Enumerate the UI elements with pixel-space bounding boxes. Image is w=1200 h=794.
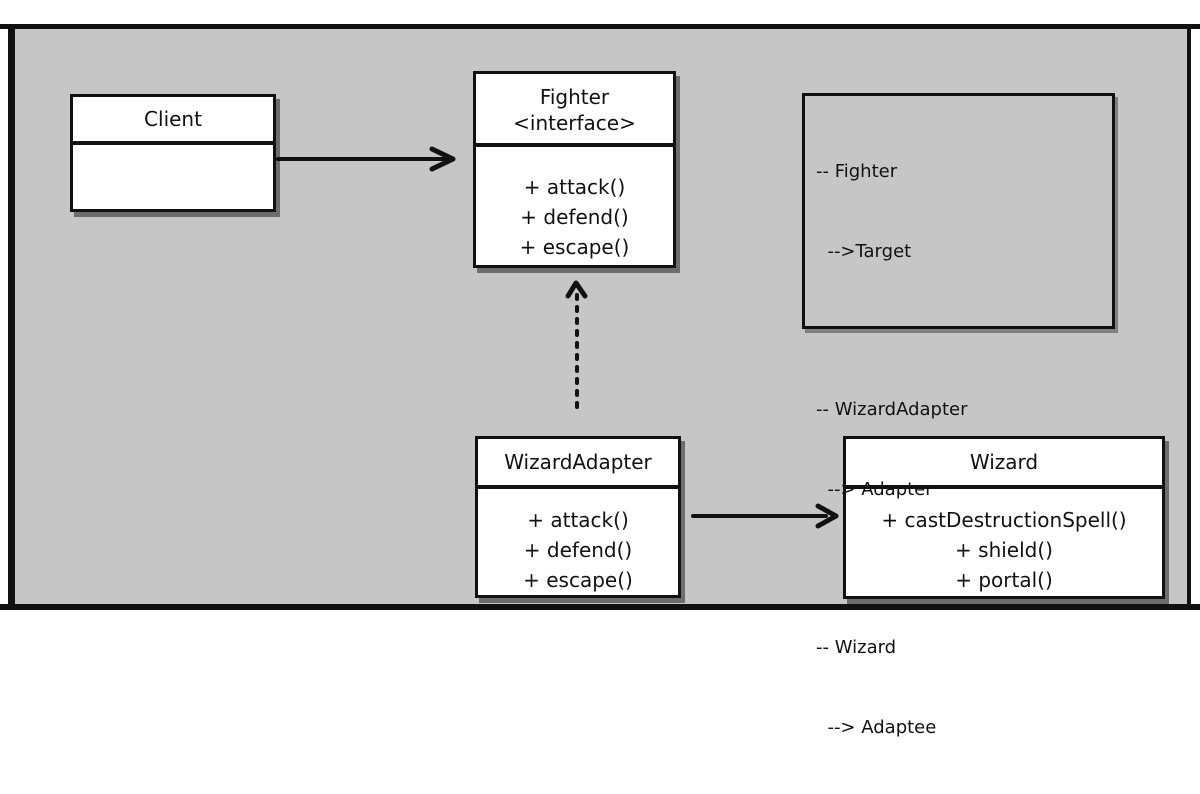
class-header: Fighter <interface> <box>476 74 673 147</box>
class-method: + castDestructionSpell() <box>881 508 1127 532</box>
legend-class: -- WizardAdapter <box>816 399 968 420</box>
class-members: + castDestructionSpell() + shield() + po… <box>846 489 1162 595</box>
arrow-client-to-fighter <box>276 146 456 172</box>
class-header: WizardAdapter <box>478 439 678 489</box>
legend-role: --> Adaptee <box>816 716 937 738</box>
legend-role: -->Target <box>816 240 912 262</box>
class-method: + escape() <box>523 568 633 592</box>
class-method: + portal() <box>955 568 1053 592</box>
legend-class: -- Wizard <box>816 637 897 658</box>
class-name: Wizard <box>969 450 1039 474</box>
legend-class: -- Fighter <box>816 161 898 182</box>
class-method: + shield() <box>955 538 1053 562</box>
relation-arrows <box>276 146 839 529</box>
frame-bottom-border <box>0 604 1200 610</box>
class-method: + defend() <box>520 205 629 229</box>
legend-entry-wizard: -- Wizard --> Adaptee <box>816 582 1112 794</box>
class-method: + attack() <box>527 508 629 532</box>
class-name: Fighter <box>539 85 610 109</box>
frame-left-border <box>8 24 15 610</box>
class-method: + attack() <box>523 175 626 199</box>
class-header: Wizard <box>846 439 1162 489</box>
fighter-interface-box: Fighter <interface> + attack() + defend(… <box>473 71 676 268</box>
class-header: Client <box>73 97 273 145</box>
client-class-box: Client <box>70 94 276 212</box>
class-name: Client <box>144 107 202 131</box>
frame-right-border <box>1187 24 1191 610</box>
wizard-adapter-class-box: WizardAdapter + attack() + defend() + es… <box>475 436 681 598</box>
class-method: + escape() <box>519 235 630 259</box>
legend-entry-fighter: -- Fighter -->Target <box>816 106 1112 318</box>
role-legend-note: -- Fighter -->Target -- WizardAdapter --… <box>802 93 1115 738</box>
arrow-adapter-to-wizard <box>691 503 839 529</box>
class-members: + attack() + defend() + escape() <box>476 147 673 262</box>
legend-entry-wizard-adapter: -- WizardAdapter --> Adapter <box>816 344 1112 556</box>
class-members: + attack() + defend() + escape() <box>478 489 678 595</box>
legend-role: --> Adapter <box>816 478 933 500</box>
wizard-class-box: Wizard + castDestructionSpell() + shield… <box>843 436 1165 599</box>
class-name: WizardAdapter <box>504 450 652 474</box>
class-method: + defend() <box>523 538 633 562</box>
frame-top-border <box>0 24 1200 29</box>
arrow-adapter-to-fighter <box>565 280 588 409</box>
class-stereotype: <interface> <box>513 111 636 135</box>
